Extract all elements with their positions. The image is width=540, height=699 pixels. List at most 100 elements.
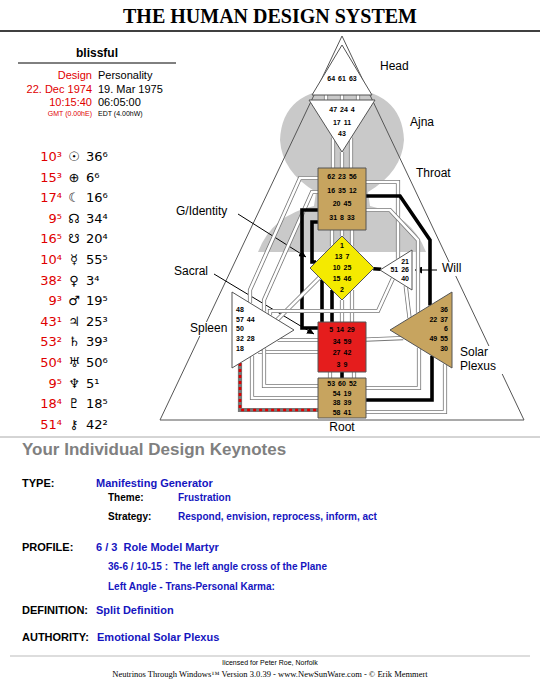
planet-symbol: ☋	[68, 232, 80, 247]
gate-row: 5841	[318, 409, 366, 416]
gate-number: 26	[401, 266, 409, 273]
center-label: Head	[380, 60, 409, 74]
center-shape: 514293459274239	[318, 322, 366, 372]
channel-path	[351, 230, 354, 246]
channel-line	[342, 372, 343, 378]
gate-number: 6	[444, 325, 448, 332]
channel-outline	[277, 278, 319, 320]
column-head: Design	[58, 69, 92, 82]
gate-number: 45	[344, 200, 352, 207]
channel-path	[350, 138, 353, 168]
center-fill	[312, 45, 372, 95]
time: 10:15:40	[49, 96, 92, 109]
gate-number: 21	[401, 258, 409, 265]
channel-line	[326, 95, 327, 100]
center-fill	[310, 236, 374, 300]
channel-outline	[406, 286, 410, 318]
channel-line	[352, 230, 353, 246]
gate-number: 32	[236, 335, 244, 342]
gate-number: 61	[338, 75, 346, 82]
gate-number: 40	[401, 275, 409, 282]
name-rule	[18, 63, 176, 64]
channel-path	[332, 138, 335, 168]
gate-row: 2	[310, 286, 374, 293]
gate-row: 18	[232, 345, 294, 352]
channel-path	[252, 356, 318, 398]
gate-number: 49	[429, 335, 437, 342]
center-outline	[312, 45, 372, 95]
center-fill	[318, 322, 366, 372]
footer-note: licensed for Peter Roe, Norfolk	[222, 659, 317, 667]
center-label: Spleen	[188, 322, 229, 336]
channel-outline	[340, 95, 344, 100]
channel-outline	[340, 230, 344, 236]
gate-line: 50⁶	[86, 356, 108, 371]
gate-line: 16⁶	[86, 191, 108, 206]
gate-number: 34	[333, 338, 341, 345]
planet-symbol: ☉	[68, 150, 80, 165]
gate-line: 36⁶	[86, 150, 108, 165]
gate-number: 42	[344, 349, 352, 356]
planet-symbol: ♇	[68, 397, 80, 412]
gate-number: 27	[333, 349, 341, 356]
channel-path	[341, 95, 344, 100]
keynote-value: Frustration	[178, 492, 231, 504]
gate-line: 16⁵	[40, 232, 62, 247]
gate-row: 48	[232, 306, 294, 313]
gate-number: 37	[440, 316, 448, 323]
planet-symbol: ♅	[68, 356, 80, 371]
channel-outline	[278, 338, 318, 342]
planet-symbol: ☊	[68, 212, 80, 227]
gate-number: 44	[247, 316, 255, 323]
gate-number: 39	[344, 399, 352, 406]
center-shape: 622356163512204531833	[318, 168, 366, 230]
gate-number: 47	[329, 106, 337, 113]
planet-symbol: ⚷	[69, 418, 79, 433]
channel-outline	[331, 138, 335, 168]
channel-path	[340, 372, 344, 378]
channel-outline	[366, 210, 418, 313]
keynote-key: PROFILE:	[22, 541, 73, 554]
gate-number: 9	[344, 361, 348, 368]
channel-line	[366, 356, 432, 400]
gate-row: 622356	[318, 173, 366, 180]
gate-row: 6	[390, 325, 452, 332]
channel-line	[264, 348, 318, 386]
gate-row: 646163	[312, 75, 372, 82]
center-label: Ajna	[410, 116, 434, 130]
gate-line: 43¹	[40, 315, 62, 330]
gate-number: 60	[338, 380, 346, 387]
keynote-value: Manifesting Generator	[96, 477, 213, 490]
channel-line	[354, 372, 355, 378]
gate-row: 5744	[232, 316, 294, 323]
gate-line: 18⁵	[86, 397, 108, 412]
gate-number: 10	[333, 264, 341, 271]
gate-row: 3228	[232, 335, 294, 342]
channel-line	[278, 340, 318, 341]
leader-line	[238, 214, 306, 257]
planet-symbol: ⊕	[69, 171, 80, 186]
channel-line	[366, 210, 418, 313]
channel-path	[240, 363, 318, 410]
gate-line: 25³	[86, 315, 108, 330]
planet-symbol: ♃	[68, 315, 80, 330]
gate-line: 34⁴	[86, 212, 108, 227]
channel-path	[353, 372, 356, 378]
gate-row: 50	[232, 325, 294, 332]
channel-line	[366, 196, 430, 305]
channel-line	[312, 222, 318, 262]
center-fill	[380, 250, 412, 290]
gate-row: 1546	[310, 275, 374, 282]
gate-line: 19⁵	[86, 294, 108, 309]
gate-row: 43	[309, 130, 375, 137]
keynote-value: Split Definition	[96, 604, 174, 617]
channel-line	[277, 278, 319, 320]
channel-outline	[328, 372, 332, 378]
gate-number: 50	[236, 325, 244, 332]
channel-line	[333, 138, 334, 168]
gate-line: 9³	[49, 294, 62, 309]
gate-number: 31	[329, 214, 337, 221]
gate-number: 12	[349, 187, 357, 194]
channel-line	[351, 138, 352, 168]
gate-row: 47244	[309, 106, 375, 113]
